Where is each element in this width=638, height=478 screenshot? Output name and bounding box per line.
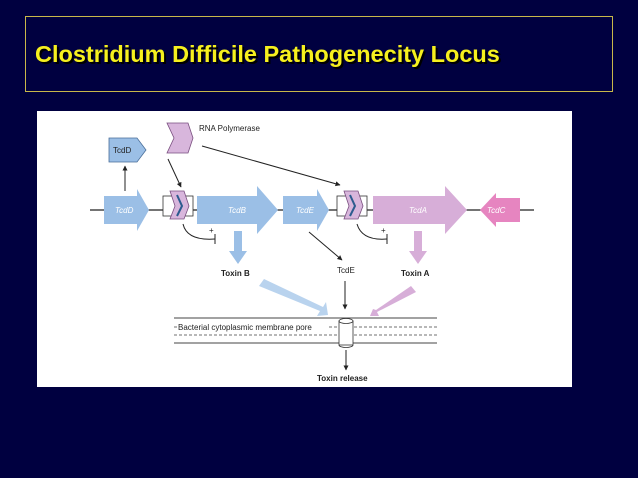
svg-text:+: + xyxy=(381,226,386,235)
tcde-product-label: TcdE xyxy=(337,266,355,275)
tcdd-protein-shape: TcdD xyxy=(108,137,147,163)
toxin-b-label: Toxin B xyxy=(221,269,250,278)
promoter-2 xyxy=(336,190,368,220)
pore-cylinder xyxy=(338,318,354,348)
gene-tcdb-label: TcdB xyxy=(228,206,247,215)
toxin-release-label: Toxin release xyxy=(317,374,368,383)
tcda-product-arrow xyxy=(409,231,427,264)
slide-title: Clostridium Difficile Pathogenecity Locu… xyxy=(35,41,500,67)
toxin-b-to-pore-arrow xyxy=(259,279,328,316)
gene-tcde: TcdE xyxy=(283,189,329,231)
tcde-product-arrow xyxy=(308,231,343,261)
rna-polymerase-label: RNA Polymerase xyxy=(199,124,260,133)
membrane-label: Bacterial cytoplasmic membrane pore xyxy=(178,323,312,332)
tcdb-product-arrow xyxy=(229,231,247,264)
diagram-svg: TcdD RNA Polymerase TcdD TcdB xyxy=(90,122,534,383)
svg-text:+: + xyxy=(209,226,214,235)
inhibition-tcda: + xyxy=(356,223,388,244)
tcdd-protein-label: TcdD xyxy=(113,146,131,155)
toxin-a-to-pore-arrow xyxy=(370,286,416,316)
inhibition-tcdb: + xyxy=(182,223,216,244)
gene-tcdc-label: TcdC xyxy=(487,206,506,215)
gene-tcdc: TcdC xyxy=(480,193,520,227)
rnap-to-promoter2-arrow xyxy=(201,145,341,187)
membrane: Bacterial cytoplasmic membrane pore xyxy=(174,317,437,344)
gene-tcdd-label: TcdD xyxy=(115,206,134,215)
gene-tcdd: TcdD xyxy=(104,189,149,231)
rnap-to-promoter1-arrow xyxy=(167,158,182,188)
pathogenicity-locus-figure: TcdD RNA Polymerase TcdD TcdB xyxy=(37,111,572,387)
gene-tcdb: TcdB xyxy=(197,186,278,234)
title-box: Clostridium Difficile Pathogenecity Locu… xyxy=(25,16,613,92)
gene-tcda-label: TcdA xyxy=(409,206,427,215)
promoter-1 xyxy=(162,190,194,220)
toxin-a-label: Toxin A xyxy=(401,269,430,278)
gene-tcda: TcdA xyxy=(373,186,467,234)
gene-tcde-label: TcdE xyxy=(296,206,315,215)
rna-polymerase-shape: RNA Polymerase xyxy=(166,122,260,154)
